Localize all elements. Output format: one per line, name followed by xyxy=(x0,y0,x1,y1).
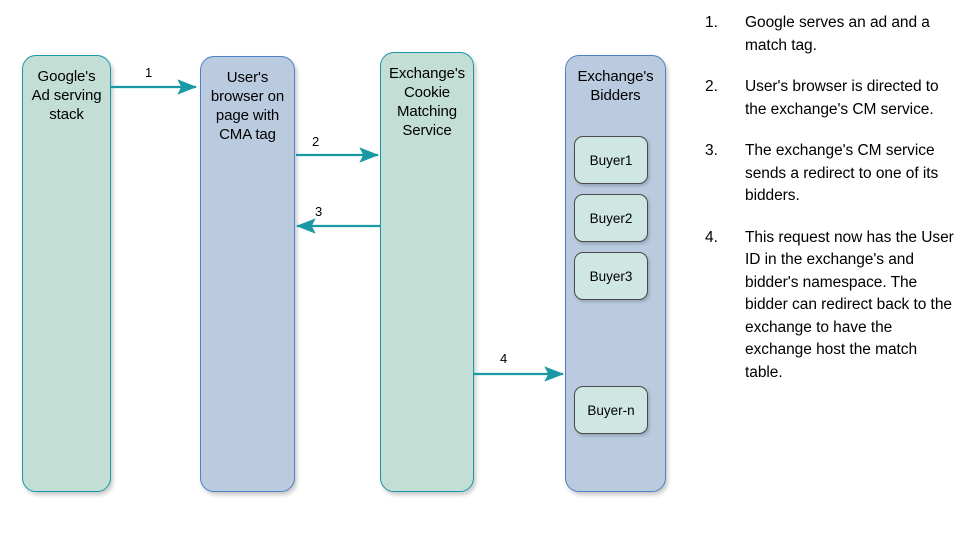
step-number: 2. xyxy=(705,78,718,95)
step-text: The exchange's CM service sends a redire… xyxy=(745,142,939,204)
lane-exchange-cookie-matching-service: Exchange's Cookie Matching Service xyxy=(380,52,474,492)
list-item: 4. This request now has the User ID in t… xyxy=(705,227,955,385)
arrow-label-4: 4 xyxy=(500,351,508,366)
lane-label: Exchange's Bidders xyxy=(577,68,654,104)
step-number: 1. xyxy=(705,14,718,31)
list-item: 3. The exchange's CM service sends a red… xyxy=(705,140,955,208)
list-item: 2. User's browser is directed to the exc… xyxy=(705,76,955,121)
buyer-box: Buyer3 xyxy=(574,252,648,300)
lane-label: Google's Ad serving stack xyxy=(31,68,102,123)
arrow-label-2: 2 xyxy=(312,134,320,149)
lane-label: User's browser on page with CMA tag xyxy=(210,69,285,143)
steps-list: 1. Google serves an ad and a match tag. … xyxy=(705,12,955,403)
arrow-label-1: 1 xyxy=(145,65,153,80)
step-text: This request now has the User ID in the … xyxy=(745,228,954,381)
step-number: 4. xyxy=(705,228,718,246)
lane-user-browser: User's browser on page with CMA tag xyxy=(200,56,295,492)
list-item: 1. Google serves an ad and a match tag. xyxy=(705,12,955,57)
buyer-box: Buyer-n xyxy=(574,386,648,434)
arrow-label-3: 3 xyxy=(315,204,323,219)
step-text: User's browser is directed to the exchan… xyxy=(745,78,939,118)
lane-google-ad-serving-stack: Google's Ad serving stack xyxy=(22,55,111,492)
lane-label: Exchange's Cookie Matching Service xyxy=(388,65,466,139)
step-number: 3. xyxy=(705,142,718,159)
buyer-box: Buyer1 xyxy=(574,136,648,184)
buyer-box: Buyer2 xyxy=(574,194,648,242)
step-text: Google serves an ad and a match tag. xyxy=(745,14,930,54)
